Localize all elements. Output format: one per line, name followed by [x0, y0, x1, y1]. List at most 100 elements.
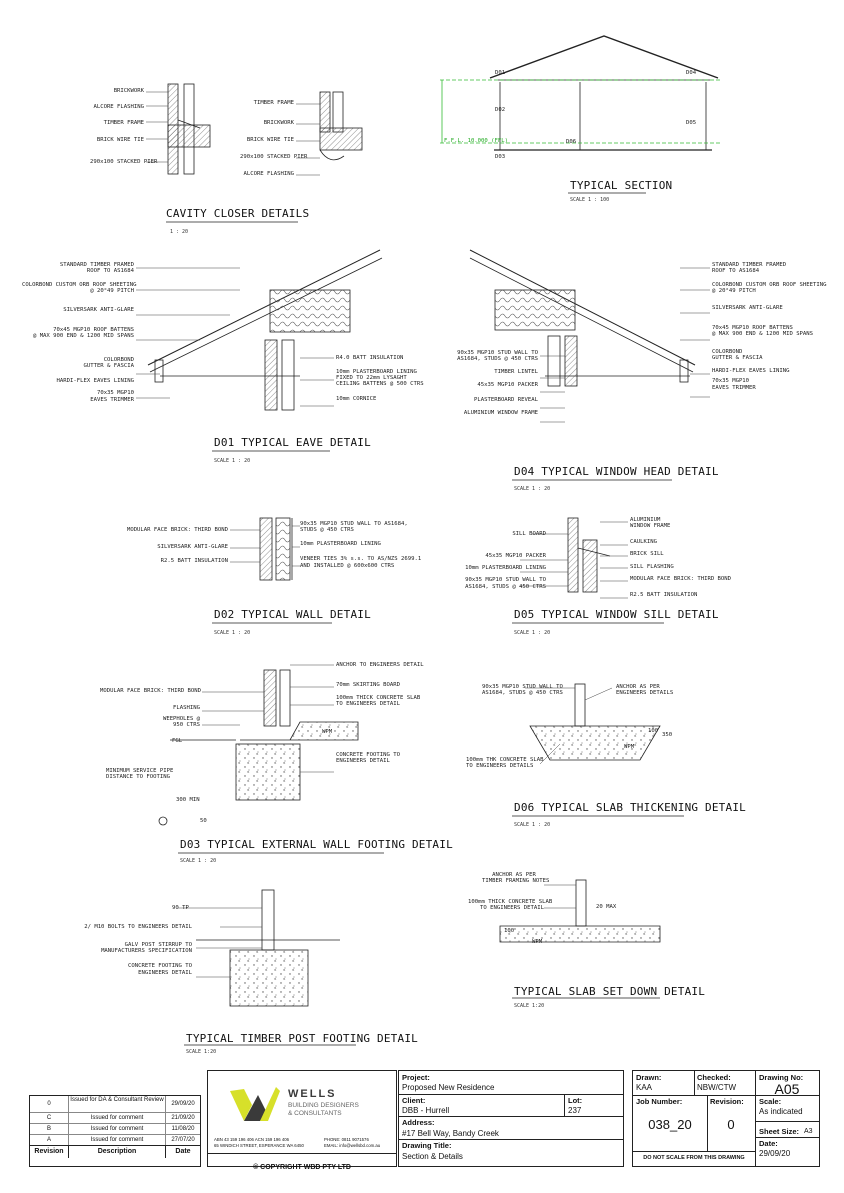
drawing-number-label: Drawing No:: [759, 1073, 804, 1082]
col-header-description: Description: [69, 1146, 166, 1158]
label: AND INSTALLED @ 600x600 CTRS: [300, 562, 395, 569]
d03-title: D03 TYPICAL EXTERNAL WALL FOOTING DETAIL: [180, 838, 453, 851]
dim-label: 350: [662, 732, 673, 738]
desc-cell: Issued for comment: [69, 1135, 166, 1145]
slab-title: TYPICAL SLAB SET DOWN DETAIL: [514, 985, 706, 998]
label: R2.5 BATT INSULATION: [630, 591, 698, 598]
firm-phone: PHONE: 0811 9071576: [324, 1137, 369, 1142]
post-labels: 2/ M10 BOLTS TO ENGINEERS DETAIL GALV PO…: [82, 924, 192, 976]
date-label: Date:: [759, 1139, 778, 1148]
label: 90x35 MGP10 STUD WALL TO: [482, 684, 563, 690]
slab-scale: SCALE 1:20: [514, 1003, 545, 1009]
d03-labels-left: MODULAR FACE BRICK: THIRD BOND FLASHING …: [100, 688, 202, 729]
date-value: 29/09/20: [759, 1149, 791, 1158]
client-name: DBB - Hurrell: [402, 1106, 450, 1115]
label: CEILING BATTENS @ 500 CTRS: [336, 381, 424, 388]
label: R4.0 BATT INSULATION: [336, 355, 404, 361]
label: TO ENGINEERS DETAILS: [466, 763, 534, 770]
desc-cell: Issued for DA & Consultant Review: [69, 1096, 166, 1112]
slab-anchor-labels: ANCHOR AS PER TIMBER FRAMING NOTES: [482, 872, 550, 885]
label: 290x100 STACKED PIER: [90, 159, 158, 165]
d05-title: D05 TYPICAL WINDOW SILL DETAIL: [514, 608, 719, 621]
dim-label: WPM: [624, 744, 635, 750]
label: 90x35 MGP10 STUD WALL TO: [457, 350, 538, 356]
d06-title: D06 TYPICAL SLAB THICKENING DETAIL: [514, 801, 746, 814]
label: 100mm THICK CONCRETE SLAB: [336, 695, 421, 702]
address-value: #17 Bell Way, Bandy Creek: [402, 1129, 499, 1138]
dim-label: WPM: [532, 939, 543, 945]
firm-abn: ABN 43 159 196 406 ACN 159 196 406: [214, 1137, 290, 1142]
label: VENEER TIES 3% s.s. TO AS/NZS 2699.1: [300, 556, 422, 563]
label: 100mm THK CONCRETE SLAB: [466, 757, 544, 763]
label: GUTTER & FASCIA: [712, 355, 763, 362]
revision-value: 0: [727, 1117, 735, 1132]
d02-scale: SCALE 1 : 20: [214, 630, 251, 636]
label: GALV POST STIRRUP TO: [124, 942, 192, 949]
firm-name: WELLS: [288, 1088, 337, 1100]
ffl-label: F.F.L. 10.000 (FFL): [444, 138, 508, 144]
scale-label: Scale:: [759, 1097, 782, 1106]
label: FLASHING: [173, 705, 200, 712]
label: TO ENGINEERS DETAIL: [336, 701, 400, 708]
label: BRICKWORK: [263, 120, 294, 126]
label: 70x45 MGP10 ROOF BATTENS: [53, 326, 134, 333]
desc-cell: Issued for comment: [69, 1113, 166, 1123]
divider: [755, 1137, 819, 1138]
section-tag: D01: [495, 70, 506, 76]
rev-cell: B: [30, 1124, 69, 1134]
label: COLORBOND: [712, 348, 743, 355]
section-tag: D02: [495, 107, 506, 113]
d03-labels-right: ANCHOR TO ENGINEERS DETAIL 70mm SKIRTING…: [336, 662, 424, 764]
drawing-number: A05: [774, 1081, 800, 1097]
d01-scale: SCALE 1 : 20: [214, 458, 251, 464]
drawn-value: KAA: [636, 1083, 653, 1092]
fgl-label: FGL: [172, 738, 183, 744]
d06-scale: SCALE 1 : 20: [514, 822, 551, 828]
job-number-label: Job Number:: [636, 1097, 683, 1106]
d02-title: D02 TYPICAL WALL DETAIL: [214, 608, 371, 621]
cavity-labels-a: BRICKWORK ALCORE FLASHING TIMBER FRAME B…: [90, 88, 158, 165]
label: ANCHOR AS PER: [492, 872, 536, 878]
sheet-info-block: Drawn: KAA Checked: NBW/CTW Drawing No: …: [632, 1070, 820, 1167]
label: COLORBOND CUSTOM ORB ROOF SHEETING: [712, 282, 827, 289]
label: STANDARD TIMBER FRAMED: [712, 262, 787, 268]
dim-label: 50: [200, 818, 207, 824]
label: R2.5 BATT INSULATION: [160, 558, 228, 565]
divider: [707, 1095, 708, 1151]
label: 290x100 STACKED PIER: [240, 154, 308, 160]
job-number: 038_20: [648, 1117, 692, 1132]
label: TIMBER FRAMING NOTES: [482, 878, 550, 885]
label: SILVERSARK ANTI-GLARE: [712, 304, 783, 311]
label: MODULAR FACE BRICK: THIRD BOND: [126, 527, 228, 533]
wells-logo-icon: [230, 1087, 280, 1121]
label: MODULAR FACE BRICK: THIRD BOND: [100, 688, 202, 694]
label: STUDS @ 450 CTRS: [300, 527, 354, 534]
client-label: Client:: [402, 1096, 426, 1105]
divider: [633, 1151, 755, 1152]
divider: [399, 1116, 623, 1117]
divider: [399, 1139, 623, 1140]
drawing-title-label: Drawing Title:: [402, 1141, 452, 1150]
d06-slab-labels: 100mm THK CONCRETE SLAB TO ENGINEERS DET…: [466, 757, 543, 769]
section-tag: D03: [495, 154, 506, 160]
label: BRICK WIRE TIE: [96, 137, 144, 143]
label: ANCHOR AS PER: [616, 684, 660, 690]
label: GUTTER & FASCIA: [83, 363, 134, 370]
label: 70x45 MGP10 ROOF BATTENS: [712, 324, 793, 331]
label: 2/ M10 BOLTS TO ENGINEERS DETAIL: [84, 924, 192, 930]
label: 100mm THICK CONCRETE SLAB: [468, 899, 553, 905]
firm-block: WELLS BUILDING DESIGNERS & CONSULTANTS A…: [207, 1070, 397, 1171]
project-label: Project:: [402, 1073, 430, 1082]
label: 70x35 MGP10: [96, 390, 134, 397]
label: BRICKWORK: [113, 88, 144, 94]
lot-label: Lot:: [568, 1096, 583, 1105]
date-cell: 11/08/20: [171, 1126, 195, 1132]
table-row: 0 Issued for DA & Consultant Review 29/0…: [30, 1096, 200, 1113]
revision-label: Revision:: [710, 1097, 744, 1106]
divider: [755, 1121, 819, 1122]
d01-title: D01 TYPICAL EAVE DETAIL: [214, 436, 371, 449]
checked-label: Checked:: [697, 1073, 731, 1082]
col-header-revision: Revision: [30, 1146, 69, 1158]
section-title: TYPICAL SECTION: [570, 179, 673, 192]
